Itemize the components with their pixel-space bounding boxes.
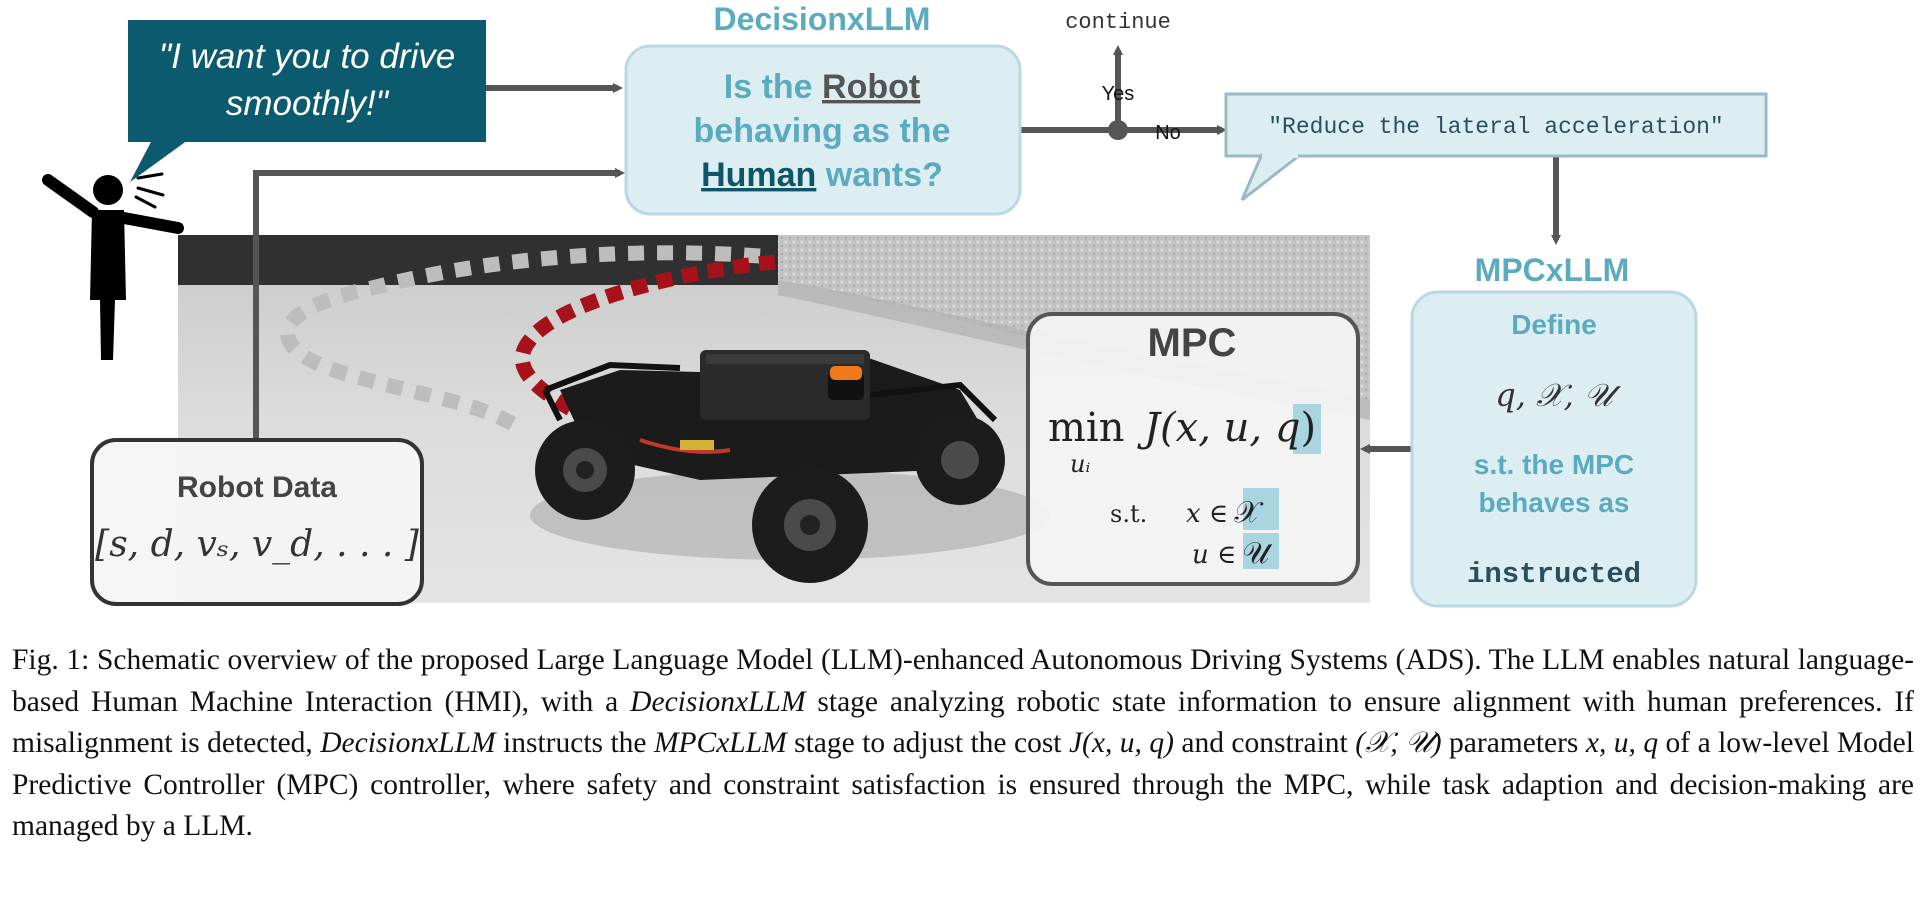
mpc-min: min <box>1048 405 1124 451</box>
caption-text: instructs the <box>496 727 654 759</box>
speech-line-2: smoothly!" <box>226 84 390 123</box>
mpc-constraint-x: x ∈𝒳 <box>1186 495 1264 530</box>
human-speech-bubble: "I want you to drive smoothly!" <box>128 20 486 182</box>
caption-math-constraint: (𝒳, 𝒰) <box>1355 727 1441 759</box>
continue-label: continue <box>1065 10 1171 35</box>
yes-label: Yes <box>1102 83 1135 105</box>
no-label: No <box>1155 122 1181 144</box>
decision-title: DecisionxLLM <box>714 1 931 37</box>
caption-text: stage to adjust the cost <box>787 727 1069 759</box>
caption-math-cost: J(x, u, q) <box>1069 727 1174 759</box>
caption-italic-mpcxllm: MPCxLLM <box>654 727 787 759</box>
instruction-bubble: "Reduce the lateral acceleration" <box>1226 94 1766 200</box>
mpcxllm-params: q, 𝒳, 𝒰 <box>1495 376 1622 414</box>
system-diagram: "I want you to drive smoothly!" Yes No c… <box>0 0 1926 610</box>
mpcxllm-instructed: instructed <box>1467 558 1641 591</box>
instruction-text: "Reduce the lateral acceleration" <box>1268 114 1723 140</box>
robot-data-vector: [s, d, vₛ, v_d, . . . ] <box>95 524 420 565</box>
shout-lines-icon <box>136 174 163 207</box>
mpc-constraint-u: u ∈𝒰 <box>1192 536 1273 571</box>
decision-junction <box>1108 120 1128 140</box>
decision-question-line-3: Human wants? <box>701 156 943 194</box>
robot-data-box <box>92 440 422 604</box>
human-figure-icon <box>48 175 178 360</box>
caption-text: and constraint <box>1174 727 1355 759</box>
caption-italic-decisionxllm: DecisionxLLM <box>630 686 805 718</box>
caption-italic-decisionxllm: DecisionxLLM <box>320 727 495 759</box>
mpcxllm-st-line-2: behaves as <box>1479 487 1630 518</box>
mpc-min-subscript: uᵢ <box>1070 450 1090 478</box>
mpc-st: s.t. <box>1110 500 1147 528</box>
mpc-title: MPC <box>1148 321 1237 365</box>
decision-question-line-1: Is the Robot <box>724 68 920 106</box>
robot-data-title: Robot Data <box>177 471 337 504</box>
figure-caption: Fig. 1: Schematic overview of the propos… <box>12 640 1914 848</box>
caption-math-params: x, u, q <box>1586 727 1658 759</box>
speech-line-1: "I want you to drive <box>159 37 455 76</box>
mpcxllm-define: Define <box>1511 309 1597 340</box>
mpc-cost: J(x, u, q) <box>1137 405 1316 451</box>
mpcxllm-st-line-1: s.t. the MPC <box>1474 449 1634 480</box>
mpcxllm-title: MPCxLLM <box>1475 252 1630 288</box>
caption-text: parameters <box>1442 727 1586 759</box>
decision-question-line-2: behaving as the <box>694 112 951 150</box>
